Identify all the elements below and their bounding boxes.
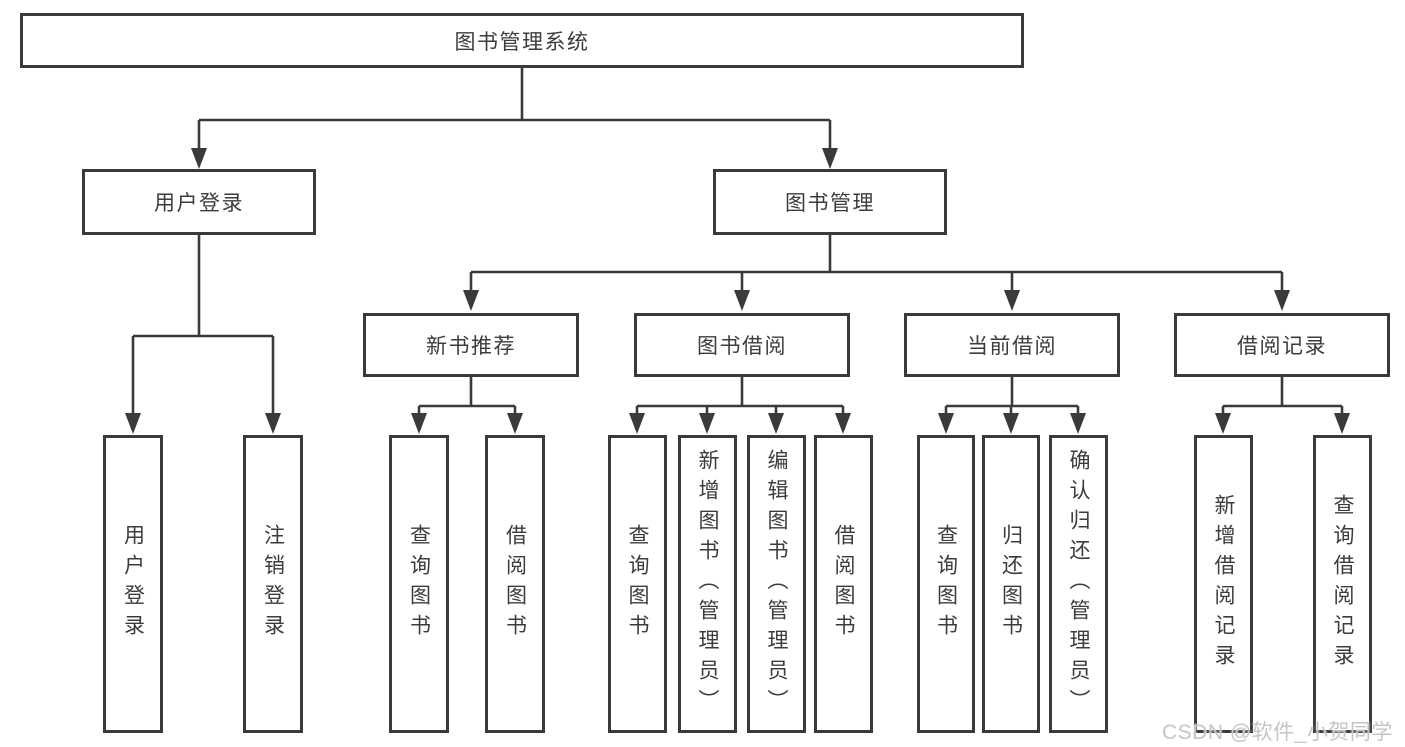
node-leaf-confirm-return-admin: 确认归还（管理员） [1049,435,1108,733]
node-leaf-add-book-admin: 新增图书（管理员） [678,435,737,733]
node-leaf-query-borrow-record: 查询借阅记录 [1313,435,1372,733]
node-book-management-module: 图书管理 [713,169,947,235]
node-borrow-records: 借阅记录 [1174,313,1390,377]
csdn-watermark: CSDN @软件_小贺同学 [1162,721,1393,744]
node-leaf-edit-book-admin: 编辑图书（管理员） [747,435,806,733]
node-leaf-add-borrow-record: 新增借阅记录 [1194,435,1253,733]
node-new-book-recommend: 新书推荐 [363,313,579,377]
arrowheads [125,148,1350,434]
node-current-borrow: 当前借阅 [904,313,1120,377]
node-leaf-logout: 注销登录 [243,435,303,733]
node-leaf-query-books-3: 查询图书 [917,435,975,733]
node-leaf-query-books-2: 查询图书 [608,435,667,733]
node-leaf-query-books-1: 查询图书 [389,435,449,733]
node-book-borrow: 图书借阅 [634,313,850,377]
node-user-login-module: 用户登录 [82,169,316,235]
node-leaf-return-book: 归还图书 [982,435,1040,733]
node-leaf-borrow-books-1: 借阅图书 [485,435,545,733]
node-leaf-borrow-books-2: 借阅图书 [814,435,873,733]
node-root: 图书管理系统 [20,13,1024,68]
node-leaf-user-login: 用户登录 [103,435,163,733]
